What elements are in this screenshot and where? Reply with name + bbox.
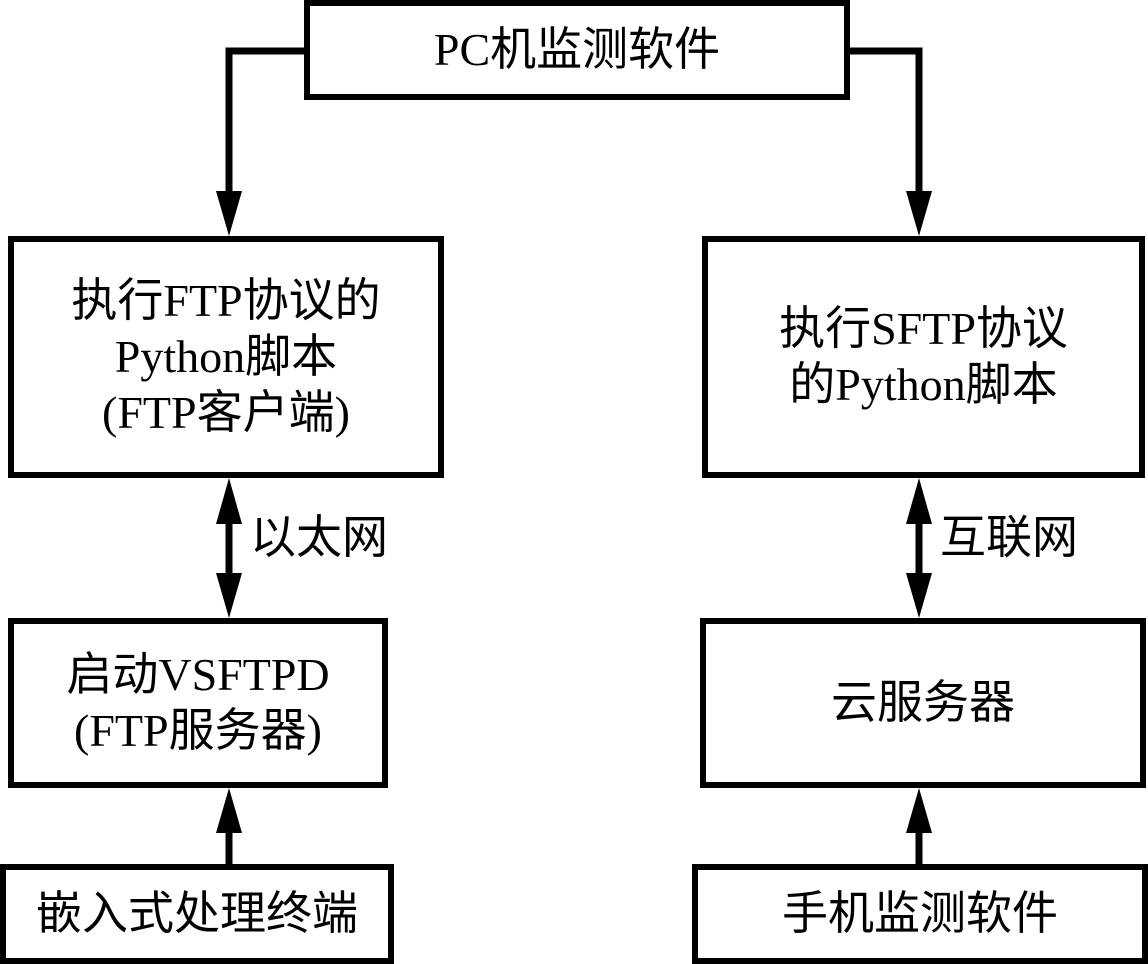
arrowhead-down-sftp-script <box>906 191 932 236</box>
edge-label-internet: 互联网 <box>940 512 1078 563</box>
node-label-line: 嵌入式处理终端 <box>36 888 358 939</box>
sftp-script: 执行SFTP协议 的Python脚本 <box>702 236 1145 478</box>
node-label-line: 的Python脚本 <box>789 359 1058 410</box>
arrowhead-up-sftp-script <box>906 478 932 524</box>
edge-pc-to-ftp-script <box>225 47 304 200</box>
node-label-line: 执行SFTP协议 <box>779 303 1068 354</box>
arrowhead-up-vsftpd <box>216 788 242 833</box>
node-label-line: 云服务器 <box>831 677 1015 728</box>
embedded-processing-terminal: 嵌入式处理终端 <box>0 864 394 964</box>
node-label-line: (FTP服务器) <box>74 705 322 756</box>
vsftpd-ftp-server: 启动VSFTPD (FTP服务器) <box>8 618 388 788</box>
edge-pc-to-sftp-script-line <box>844 47 923 200</box>
arrowhead-down-vsftpd <box>216 573 242 618</box>
arrowhead-down-ftp-script <box>216 191 242 236</box>
mobile-monitoring-software: 手机监测软件 <box>692 864 1148 964</box>
node-label-line: (FTP客户端) <box>102 387 350 438</box>
node-label-line: Python脚本 <box>114 331 338 382</box>
pc-monitoring-software: PC机监测软件 <box>304 0 850 100</box>
node-label-line: PC机监测软件 <box>433 24 721 75</box>
arrowhead-down-cloud <box>906 573 932 618</box>
edge-label-ethernet: 以太网 <box>250 512 388 563</box>
node-label-line: 启动VSFTPD <box>66 649 330 700</box>
cloud-server: 云服务器 <box>700 618 1146 788</box>
node-label-line: 手机监测软件 <box>782 888 1058 939</box>
arrowhead-up-ftp-script <box>216 478 242 524</box>
arrowhead-up-cloud <box>906 788 932 833</box>
ftp-client-script: 执行FTP协议的 Python脚本 (FTP客户端) <box>8 236 444 478</box>
node-label-line: 执行FTP协议的 <box>71 275 381 326</box>
